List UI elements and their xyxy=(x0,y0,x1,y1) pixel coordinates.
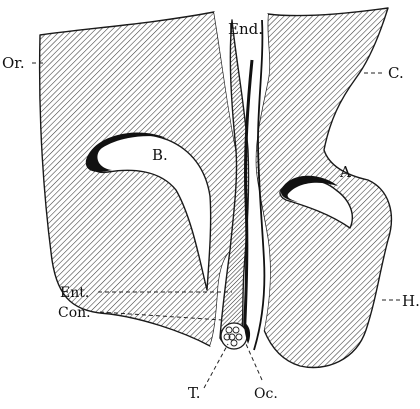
label-h: H. xyxy=(402,292,420,310)
label-con: Con. xyxy=(58,305,91,321)
label-t: T. xyxy=(188,384,201,402)
label-end: End. xyxy=(228,20,263,38)
label-b: B. xyxy=(152,146,168,164)
label-c: C. xyxy=(388,64,404,82)
terminal-cell-cluster xyxy=(221,323,247,349)
label-a: A xyxy=(339,163,351,181)
label-or: Or. xyxy=(2,54,25,72)
label-ent: Ent. xyxy=(60,285,89,301)
leader-t xyxy=(204,344,228,388)
label-oc: Oc. xyxy=(254,386,278,402)
